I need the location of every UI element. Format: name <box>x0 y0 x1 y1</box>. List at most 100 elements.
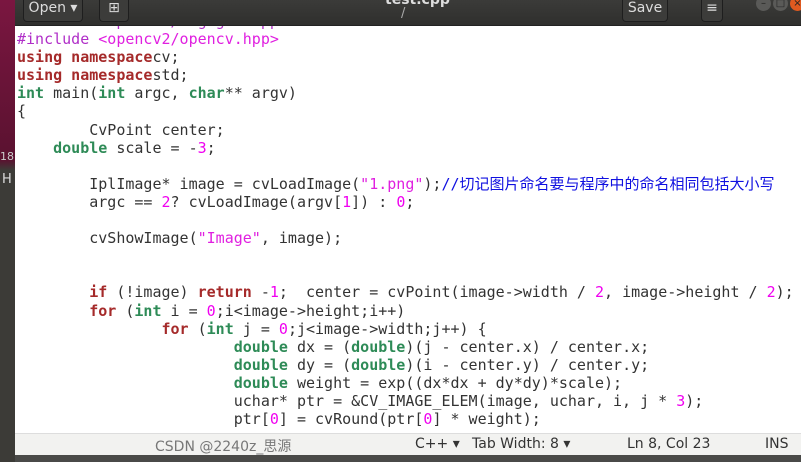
code-token: ( <box>116 301 135 320</box>
open-label: Open <box>28 0 66 16</box>
code-line: cvShowImage("Image", image); <box>17 229 794 247</box>
chevron-down-icon: ▾ <box>563 436 571 452</box>
code-token: #include <opencv2/highgui.hpp> <box>17 26 288 30</box>
code-line: for (int j = 0;j<image->width;j++) { <box>17 320 794 338</box>
maximize-button[interactable]: □ <box>773 0 788 11</box>
code-token: 0 <box>278 319 288 338</box>
code-token: ;i<image->height;i++) <box>215 301 406 320</box>
code-token: if <box>89 283 108 302</box>
code-token <box>17 356 234 374</box>
code-token: using namespace <box>17 48 153 67</box>
status-bar: CSDN @2240z_思源 C++ ▾ Tab Width: 8 ▾ Ln 8… <box>15 433 801 456</box>
code-token: ); <box>423 174 442 193</box>
code-token: - <box>251 283 270 302</box>
code-line <box>17 265 794 283</box>
code-token: double <box>233 355 288 374</box>
code-token: 1 <box>269 283 279 302</box>
code-token: ); <box>685 391 704 410</box>
code-token: cvShowImage( <box>17 229 198 248</box>
code-token: double <box>233 337 288 356</box>
save-button[interactable]: Save <box>622 0 668 22</box>
header-bar: Open ▾ ⊞ test.cpp / Save ≡ – □ × <box>15 0 801 26</box>
code-line: { <box>17 102 794 120</box>
code-line: double scale = -3; <box>17 139 794 157</box>
code-token: 0 <box>269 410 279 429</box>
code-token: std; <box>152 66 189 85</box>
code-token: argc == <box>17 192 162 211</box>
code-token: )(j - center.x) / center.x; <box>405 337 650 356</box>
new-document-icon: ⊞ <box>108 0 120 16</box>
open-button[interactable]: Open ▾ <box>23 0 83 22</box>
code-token: , image); <box>260 229 343 248</box>
code-token: )(i - center.y) / center.y; <box>405 355 650 374</box>
hamburger-icon: ≡ <box>706 0 718 16</box>
code-token: 2 <box>594 283 605 302</box>
code-token: for <box>161 319 189 338</box>
code-line: argc == 2? cvLoadImage(argv[1]) : 0; <box>17 193 794 211</box>
code-token <box>17 320 162 338</box>
code-line: double weight = exp((dx*dx + dy*dy)*scal… <box>17 374 794 392</box>
code-token: ); <box>775 283 794 302</box>
code-token: 2 <box>161 192 171 211</box>
menu-button[interactable]: ≡ <box>701 0 723 22</box>
code-token: scale = - <box>107 138 198 157</box>
code-line <box>17 211 794 229</box>
code-line: if (!image) return -1; center = cvPoint(… <box>17 283 794 302</box>
code-token: double <box>351 355 406 374</box>
code-token: argc, <box>125 84 189 103</box>
code-token: main( <box>44 84 99 103</box>
code-line: double dx = (double)(j - center.x) / cen… <box>17 338 794 356</box>
code-token <box>17 338 234 356</box>
code-token: 0 <box>206 301 216 320</box>
code-token: <opencv2/opencv.hpp> <box>98 30 279 49</box>
code-token: ** argv) <box>224 84 297 103</box>
code-token: ] * weight); <box>432 410 541 429</box>
language-selector[interactable]: C++ ▾ <box>415 436 460 452</box>
tab-width-selector[interactable]: Tab Width: 8 ▾ <box>472 436 570 452</box>
code-view[interactable]: #include <opencv2/highgui.hpp>#include <… <box>17 26 794 428</box>
code-token: 3 <box>676 391 686 410</box>
code-token: ;j<image->width;j++) { <box>287 319 487 338</box>
desktop-label: 18 <box>0 150 14 163</box>
code-token: double <box>351 337 406 356</box>
window-title: test.cpp <box>385 0 450 8</box>
code-token: j = <box>233 319 279 338</box>
code-token: ] = cvRound(ptr[ <box>278 410 424 429</box>
code-line: CvPoint center; <box>17 121 794 139</box>
close-button[interactable]: × <box>790 0 801 11</box>
code-line: ptr[0] = cvRound(ptr[0] * weight); <box>17 410 794 428</box>
code-token: double <box>233 373 288 392</box>
minimize-button[interactable]: – <box>756 0 771 11</box>
code-line: #include <opencv2/highgui.hpp> <box>17 26 794 30</box>
code-token <box>17 139 53 157</box>
code-token: uchar* ptr = &CV_IMAGE_ELEM(image, uchar… <box>17 391 677 410</box>
insert-mode: INS <box>765 436 789 452</box>
code-line: int main(int argc, char** argv) <box>17 84 794 102</box>
code-line: #include <opencv2/opencv.hpp> <box>17 30 794 48</box>
code-line: uchar* ptr = &CV_IMAGE_ELEM(image, uchar… <box>17 392 794 410</box>
desktop-label: H <box>2 172 12 187</box>
new-document-button[interactable]: ⊞ <box>99 0 129 22</box>
code-token: 3 <box>197 138 207 157</box>
code-line: IplImage* image = cvLoadImage("1.png");/… <box>17 175 794 193</box>
chevron-down-icon: ▾ <box>70 0 78 16</box>
code-token <box>17 302 89 320</box>
code-token <box>17 374 234 392</box>
cursor-position[interactable]: Ln 8, Col 23 <box>627 436 711 452</box>
code-token: for <box>89 301 117 320</box>
code-token: "1.png" <box>360 174 424 193</box>
code-line: using namespacestd; <box>17 66 794 84</box>
code-token: int <box>17 84 45 103</box>
code-token: double <box>53 138 108 157</box>
language-label: C++ <box>415 436 449 452</box>
code-token: dy = ( <box>287 355 352 374</box>
code-token: using namespace <box>17 66 153 85</box>
text-editor[interactable]: #include <opencv2/highgui.hpp>#include <… <box>15 26 801 433</box>
code-token: ptr[ <box>17 410 270 429</box>
code-token: #include <box>17 30 99 49</box>
code-token: i = <box>161 301 207 320</box>
window-bottom-edge <box>15 455 801 462</box>
code-token: int <box>98 84 126 103</box>
code-token: ; <box>206 138 216 157</box>
code-token: CvPoint center; <box>17 120 225 139</box>
